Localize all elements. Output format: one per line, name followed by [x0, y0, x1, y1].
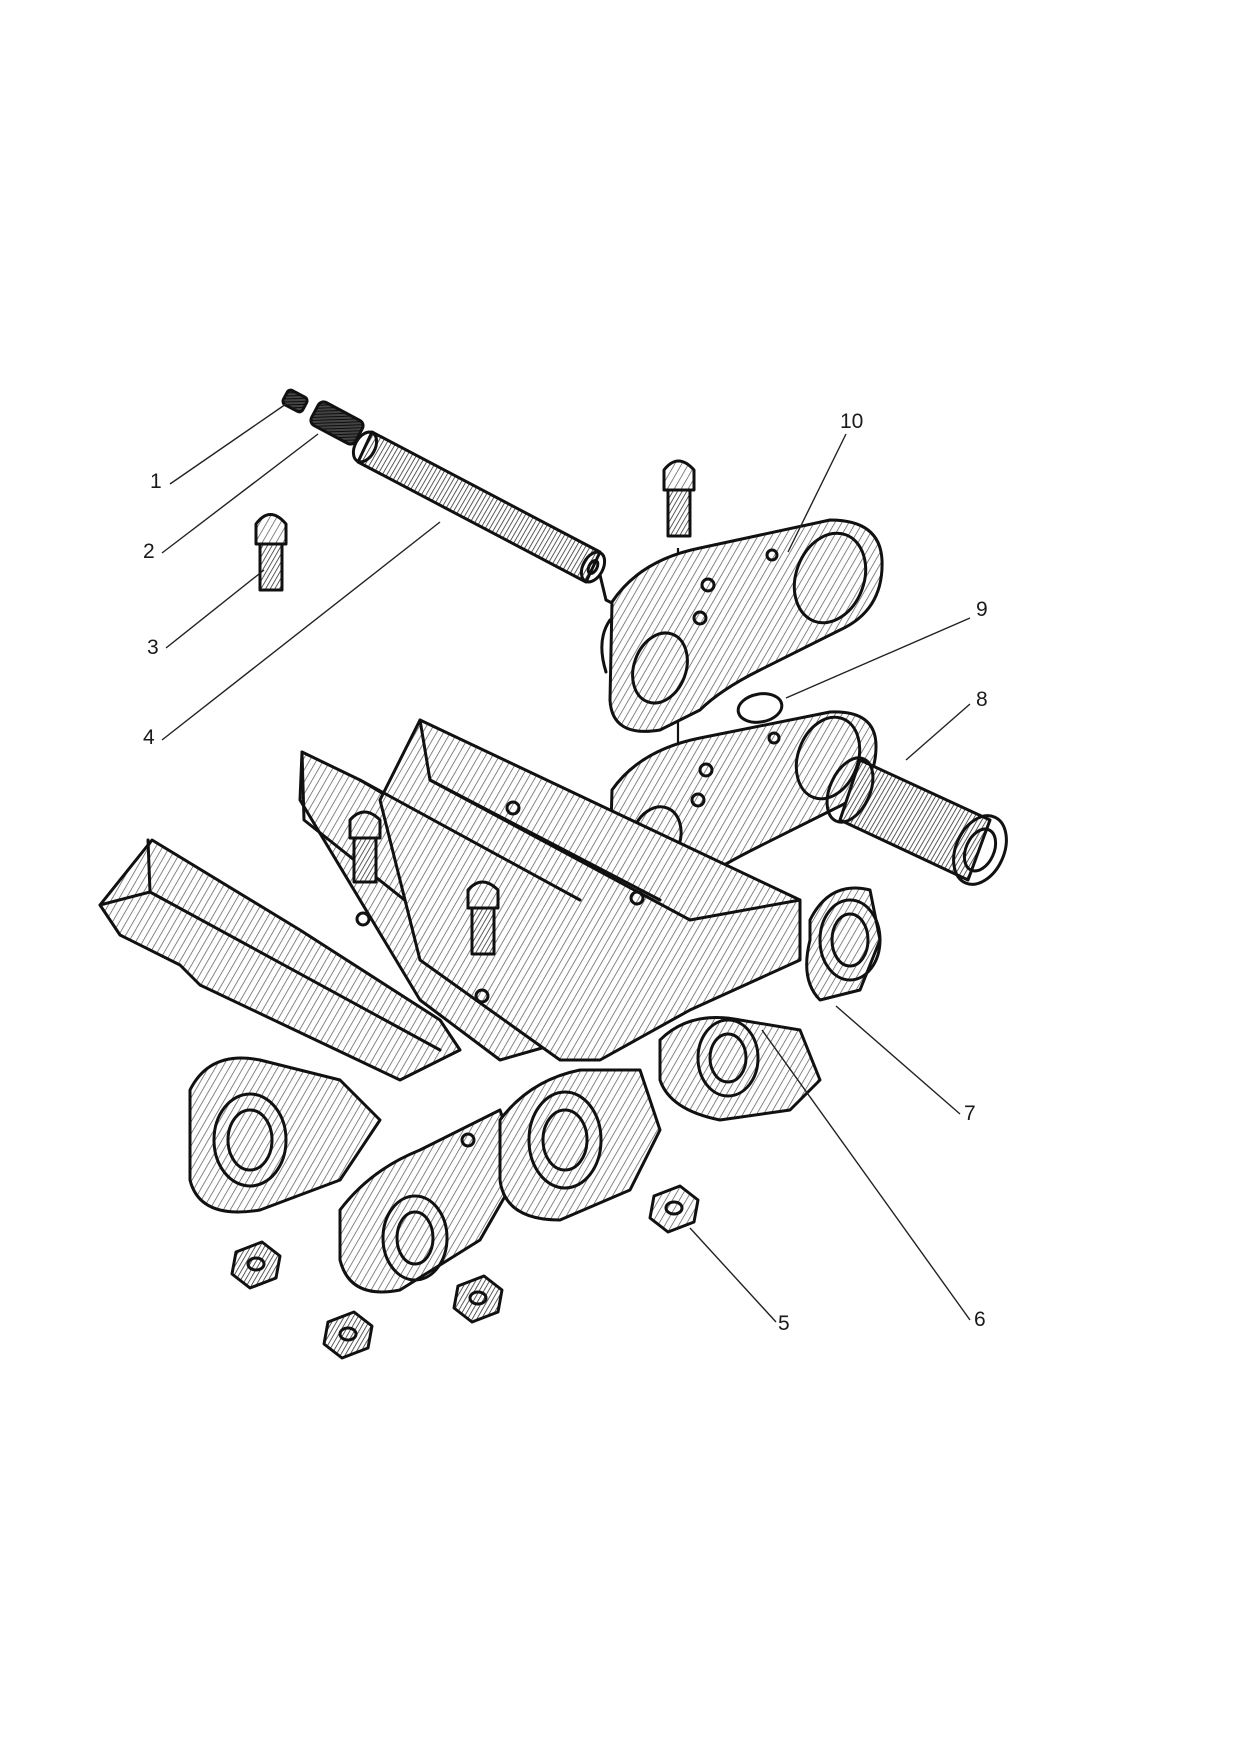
bushing-part-8 — [825, 756, 1008, 886]
callout-7: 7 — [964, 1102, 976, 1125]
callout-5: 5 — [778, 1312, 790, 1335]
track-shoe-left — [98, 838, 462, 1082]
link-lower-left — [188, 1056, 382, 1214]
callout-2: 2 — [143, 540, 155, 563]
leader-lines — [161, 403, 971, 1323]
leader-7 — [835, 1005, 961, 1115]
leader-6 — [761, 1029, 971, 1321]
callout-1: 1 — [150, 470, 162, 493]
sleeve-part-2 — [309, 400, 365, 446]
link-lower-right — [658, 1016, 822, 1122]
callout-6: 6 — [974, 1308, 986, 1331]
callout-4: 4 — [143, 726, 155, 749]
track-pin-part-4 — [351, 430, 620, 608]
leader-2 — [161, 433, 319, 554]
track-shoe-assembly — [98, 718, 882, 1294]
callout-10: 10 — [840, 410, 863, 433]
link-right-end — [805, 886, 882, 1002]
callout-labels: 1 2 3 4 5 6 7 8 9 10 — [143, 410, 988, 1335]
leader-9 — [785, 617, 971, 699]
nut-part-5 — [648, 1184, 700, 1234]
callout-9: 9 — [976, 598, 988, 621]
nut-loose-2 — [322, 1310, 374, 1360]
leader-5 — [689, 1227, 777, 1323]
nut-loose-3 — [452, 1274, 504, 1324]
track-shoe-right — [378, 718, 802, 1062]
leader-3 — [165, 569, 265, 649]
plug-part-1 — [281, 388, 309, 414]
leader-4 — [161, 521, 441, 741]
leader-10 — [787, 433, 847, 553]
bolt-part-3 — [254, 513, 288, 592]
leader-8 — [905, 703, 971, 761]
callout-8: 8 — [976, 688, 988, 711]
track-link-part-10 — [600, 518, 884, 733]
leader-1 — [169, 403, 287, 485]
callout-3: 3 — [147, 636, 159, 659]
nut-loose-1 — [230, 1240, 282, 1290]
bolt-upper — [662, 459, 696, 538]
link-lower-center — [498, 1068, 662, 1222]
